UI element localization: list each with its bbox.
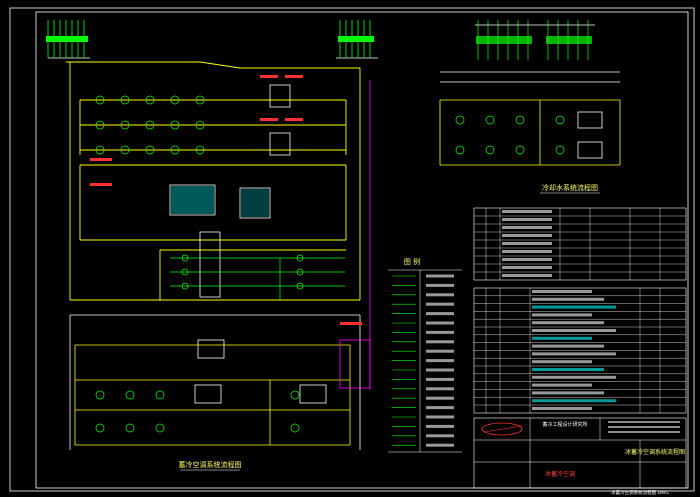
table-text-placeholder <box>426 443 454 447</box>
table-text-placeholder <box>532 321 604 325</box>
table-text-placeholder <box>532 383 592 387</box>
table-text-placeholder <box>532 375 616 379</box>
table-text-placeholder <box>426 274 454 278</box>
table-text-placeholder <box>426 424 454 428</box>
table-text-placeholder <box>532 297 604 301</box>
table-text-placeholder <box>426 415 454 419</box>
cooling-system-caption: 冷却水系统流程图 <box>542 183 598 192</box>
main-system-caption: 蓄冷空调系统流程图 <box>179 460 242 469</box>
table-text-placeholder <box>532 391 604 395</box>
table-text-placeholder <box>502 266 552 269</box>
sheet-footer: 冰蓄冷空调系统流程图 DWG <box>611 489 669 496</box>
table-text-placeholder <box>532 360 592 364</box>
table-text-placeholder <box>502 274 552 277</box>
equipment-table <box>473 207 687 281</box>
company-name: 蓄冷工程设计研究所 <box>542 421 587 428</box>
drawing-outer-border <box>9 7 695 492</box>
table-text-placeholder <box>426 349 454 353</box>
table-text-placeholder <box>426 302 454 306</box>
table-text-placeholder <box>502 242 552 245</box>
table-text-placeholder <box>532 352 616 356</box>
company-logo <box>481 422 523 436</box>
table-text-placeholder <box>426 283 454 287</box>
table-text-placeholder <box>426 330 454 334</box>
drawing-inner-border <box>35 11 689 489</box>
title-block: 蓄冷工程设计研究所 冰蓄冷空调 冰蓄冷空调系统流程图 冰蓄冷空调系统流程图 DW… <box>473 417 687 496</box>
cooling-water-diagram <box>439 20 621 166</box>
table-text-placeholder <box>426 368 454 372</box>
titleblock-drawing-title: 冰蓄冷空调系统流程图 <box>625 448 685 456</box>
table-text-placeholder <box>502 250 552 253</box>
table-text-placeholder <box>532 329 616 332</box>
table-text-placeholder <box>426 387 454 391</box>
table-text-placeholder <box>532 290 592 293</box>
table-text-placeholder <box>426 434 454 438</box>
table-text-placeholder <box>532 344 604 348</box>
table-text-placeholder <box>502 226 552 229</box>
table-text-placeholder <box>532 313 592 317</box>
table-text-placeholder <box>532 305 616 309</box>
table-text-placeholder <box>426 359 454 363</box>
table-text-placeholder <box>426 293 454 297</box>
table-text-placeholder <box>502 234 552 237</box>
table-text-placeholder <box>426 396 454 400</box>
table-text-placeholder <box>426 340 454 344</box>
table-text-placeholder <box>502 218 552 221</box>
legend-heading: 图 例 <box>404 257 420 266</box>
table-text-placeholder <box>532 399 616 403</box>
table-text-placeholder <box>532 336 592 340</box>
company-subtitle: 冰蓄冷空调 <box>545 470 575 478</box>
table-text-placeholder <box>426 312 454 316</box>
table-text-placeholder <box>426 377 454 381</box>
table-text-placeholder <box>502 258 552 261</box>
table-text-placeholder <box>426 321 454 325</box>
table-text-placeholder <box>532 368 604 371</box>
main-system-diagram <box>46 20 378 450</box>
table-text-placeholder <box>426 406 454 410</box>
spec-table <box>473 287 687 414</box>
table-text-placeholder <box>532 407 592 410</box>
legend-table: 图 例 <box>388 257 462 453</box>
table-text-placeholder <box>502 210 552 213</box>
